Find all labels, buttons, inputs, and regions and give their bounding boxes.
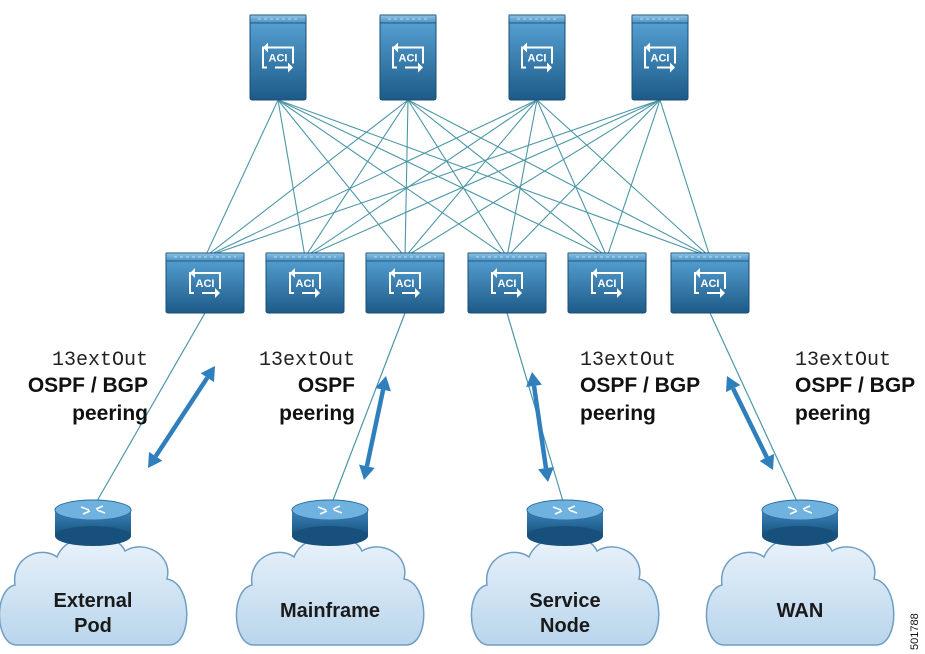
aci-logo-icon: ACI <box>694 268 726 298</box>
fabric-link-spine1-leaf1 <box>204 99 279 258</box>
uplink-line <box>92 312 206 509</box>
aci-logo-icon: ACI <box>644 42 676 73</box>
aci-logo-icon: ACI <box>389 268 421 298</box>
spine-switch: ACI <box>631 14 689 101</box>
aci-logo-icon: ACI <box>289 268 321 298</box>
l3extout-label: 13extOut <box>580 349 676 372</box>
spine-switch: ACI <box>379 14 437 101</box>
aci-logo-icon: ACI <box>591 268 623 298</box>
cloud-label: Mainframe <box>280 600 380 622</box>
aci-logo-icon: ACI <box>392 42 424 73</box>
fabric-link-spine2-leaf3 <box>404 99 409 258</box>
uplink-line <box>709 312 801 509</box>
aci-badge-label: ACI <box>396 278 415 290</box>
leaf-switch: ACI <box>165 252 245 314</box>
l3extout-label: 13extOut <box>259 349 355 372</box>
router-icon <box>291 499 369 546</box>
fabric-link-spine4-leaf2 <box>304 99 661 258</box>
aci-logo-icon: ACI <box>491 268 523 298</box>
fabric-link-spine3-leaf3 <box>404 99 538 258</box>
leaf-switch: ACI <box>467 252 547 314</box>
leaf-switch: ACI <box>365 252 445 314</box>
peering-arrow-icon <box>148 366 215 468</box>
fabric-link-spine1-leaf5 <box>277 99 608 258</box>
uplinks <box>92 312 801 509</box>
fabric-links <box>204 99 711 258</box>
cloud-label: Service <box>529 590 600 612</box>
aci-badge-label: ACI <box>196 278 215 290</box>
protocol-label: OSPF <box>298 374 355 397</box>
cloud-icon: WAN <box>705 535 895 646</box>
aci-logo-icon: ACI <box>262 42 294 73</box>
peering-arrows <box>148 366 775 482</box>
aci-badge-label: ACI <box>598 278 617 290</box>
peering-word-label: peering <box>580 402 656 425</box>
fabric-link-spine4-leaf1 <box>204 99 661 258</box>
fabric-link-spine2-leaf2 <box>304 99 409 258</box>
fabric-link-spine4-leaf4 <box>506 99 661 258</box>
fabric-link-spine1-leaf3 <box>277 99 406 258</box>
aci-badge-label: ACI <box>701 278 720 290</box>
fabric-link-spine3-leaf5 <box>536 99 608 258</box>
fabric-link-spine3-leaf2 <box>304 99 538 258</box>
fabric-link-spine2-leaf4 <box>407 99 508 258</box>
l3extout-label: 13extOut <box>795 349 891 372</box>
fabric-link-spine3-leaf6 <box>536 99 711 258</box>
spine-switch: ACI <box>508 14 566 101</box>
router-icon <box>526 499 604 546</box>
fabric-link-spine1-leaf2 <box>277 99 306 258</box>
fabric-link-spine2-leaf5 <box>407 99 608 258</box>
fabric-link-spine3-leaf4 <box>506 99 538 258</box>
peering-word-label: peering <box>795 402 871 425</box>
leaf-switch: ACI <box>265 252 345 314</box>
fabric-link-spine2-leaf1 <box>204 99 409 258</box>
aci-logo-icon: ACI <box>189 268 221 298</box>
aci-badge-label: ACI <box>269 53 288 65</box>
switches: ACI ACI ACI ACI ACI ACI ACI ACI ACI ACI <box>165 14 750 314</box>
router-icon <box>761 499 839 546</box>
protocol-label: OSPF / BGP <box>795 374 915 397</box>
fabric-link-spine1-leaf4 <box>277 99 508 258</box>
leaf-switch: ACI <box>670 252 750 314</box>
cloud-label: WAN <box>777 600 824 622</box>
fabric-link-spine4-leaf3 <box>404 99 661 258</box>
protocol-label: OSPF / BGP <box>580 374 700 397</box>
aci-badge-label: ACI <box>399 53 418 65</box>
spine-switch: ACI <box>249 14 307 101</box>
peering-arrow-icon <box>526 372 554 482</box>
fabric-link-spine2-leaf6 <box>407 99 711 258</box>
l3extout-label: 13extOut <box>52 349 148 372</box>
uplink-line <box>329 312 406 509</box>
fabric-link-spine4-leaf5 <box>606 99 661 258</box>
peering-word-label: peering <box>279 402 355 425</box>
router-icon <box>54 499 132 546</box>
cloud-label: Pod <box>74 615 112 637</box>
leaf-switch: ACI <box>567 252 647 314</box>
aci-logo-icon: ACI <box>521 42 553 73</box>
aci-badge-label: ACI <box>296 278 315 290</box>
fabric-link-spine1-leaf6 <box>277 99 711 258</box>
peering-arrow-icon <box>725 376 775 470</box>
cloud-label: External <box>54 590 133 612</box>
aci-badge-label: ACI <box>528 53 547 65</box>
cloud-icon: Mainframe <box>235 535 425 646</box>
aci-badge-label: ACI <box>498 278 517 290</box>
aci-badge-label: ACI <box>651 53 670 65</box>
peering-word-label: peering <box>72 402 148 425</box>
figure-id: 501788 <box>909 613 921 650</box>
peering-arrow-icon <box>359 376 391 480</box>
fabric-link-spine3-leaf1 <box>204 99 538 258</box>
protocol-label: OSPF / BGP <box>28 374 148 397</box>
fabric-link-spine4-leaf6 <box>659 99 711 258</box>
cloud-label: Node <box>540 615 590 637</box>
